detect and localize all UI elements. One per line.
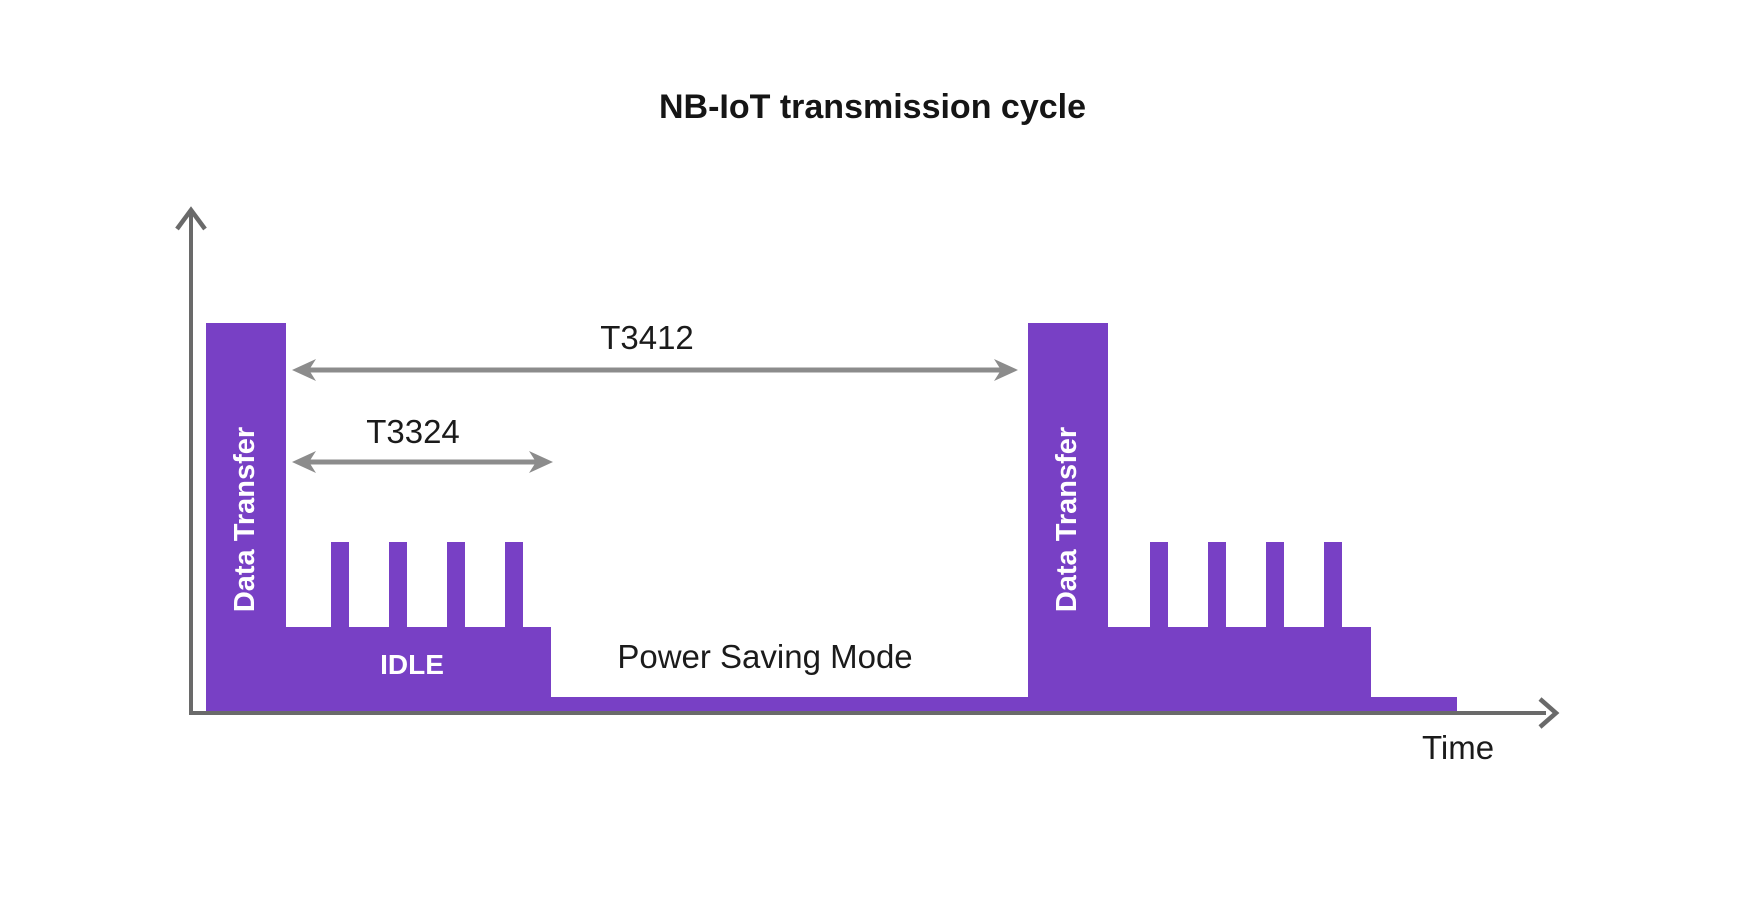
t3324-left-arrowhead (292, 451, 316, 473)
paging-spike (505, 542, 523, 628)
paging-spike (1324, 542, 1342, 628)
x-axis (189, 697, 1560, 729)
t3412-span-arrow (292, 359, 1018, 381)
time-axis-label: Time (1421, 729, 1495, 766)
paging-spike (1266, 542, 1284, 628)
diagram-title: NB-IoT transmission cycle (658, 88, 1086, 126)
paging-spike (1150, 542, 1168, 628)
t3324-span-arrow (292, 451, 553, 473)
idle-block (286, 627, 551, 715)
t3412-left-arrowhead (292, 359, 316, 381)
psm-strip (551, 697, 1028, 715)
idle-block (1108, 627, 1371, 715)
t3412-right-arrowhead (994, 359, 1018, 381)
wave-cycle-2 (1028, 323, 1457, 715)
paging-spike (331, 542, 349, 628)
x-axis-arrowhead (1538, 697, 1560, 729)
paging-spike (389, 542, 407, 628)
wave-cycle-1 (206, 323, 1028, 715)
y-axis (175, 206, 207, 715)
power-saving-mode-label: Power Saving Mode (617, 638, 913, 675)
idle-label: IDLE (380, 649, 444, 680)
data-transfer-pulse (206, 323, 286, 715)
paging-spike (447, 542, 465, 628)
paging-spike (1208, 542, 1226, 628)
y-axis-arrowhead (175, 206, 207, 231)
t3324-label: T3324 (366, 413, 460, 450)
t3412-label: T3412 (600, 319, 694, 356)
data-transfer-pulse (1028, 323, 1108, 715)
psm-strip (1371, 697, 1457, 715)
t3324-right-arrowhead (529, 451, 553, 473)
